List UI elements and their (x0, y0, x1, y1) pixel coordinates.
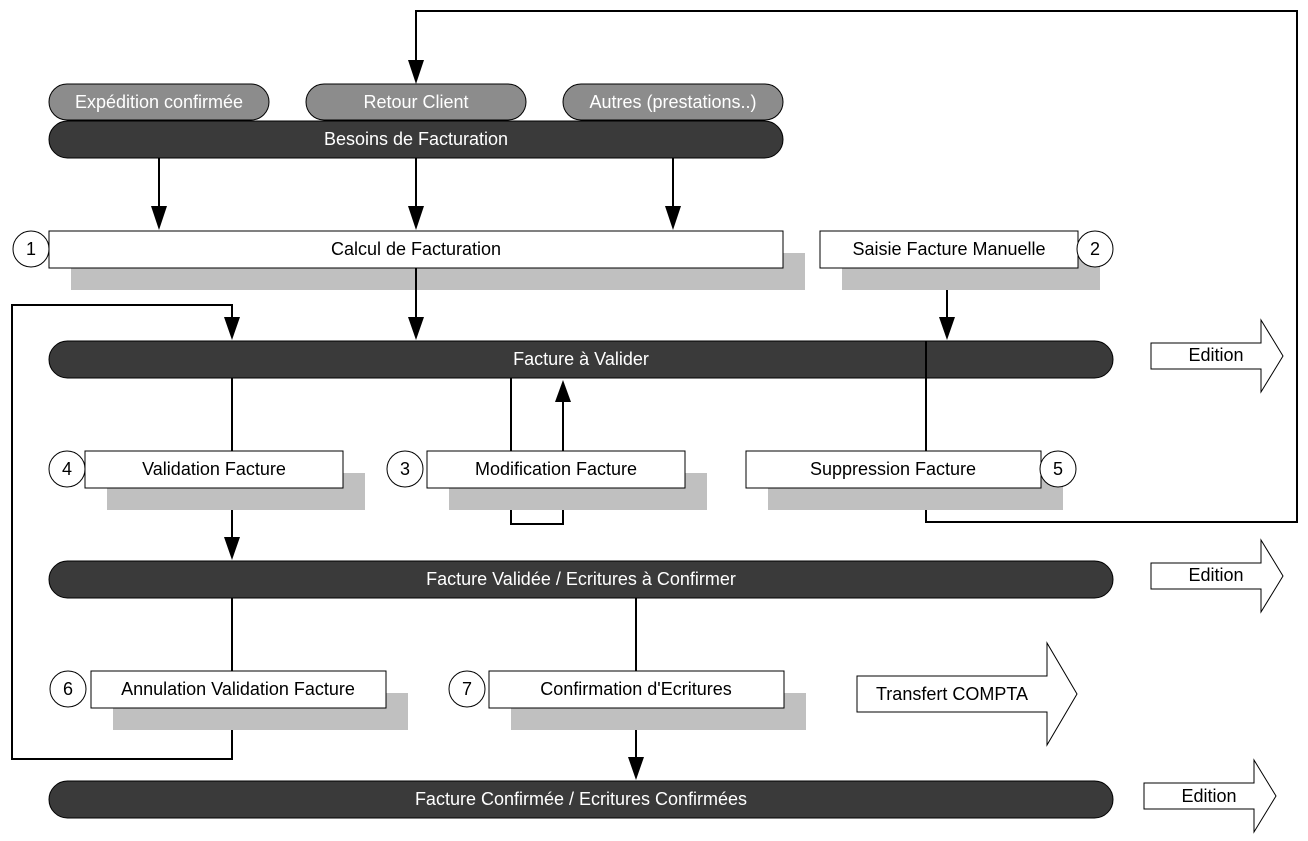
arrowhead (555, 380, 571, 402)
source-autres: Autres (prestations..) (562, 83, 784, 121)
source-expedition-label: Expédition confirmée (75, 92, 243, 112)
svg-text:Edition: Edition (1181, 786, 1236, 806)
process-validation-facture: Validation Facture (84, 450, 365, 510)
step-number-4: 4 (48, 450, 86, 488)
source-retour-label: Retour Client (363, 92, 468, 112)
svg-text:Transfert COMPTA: Transfert COMPTA (876, 684, 1028, 704)
process-saisie-label: Saisie Facture Manuelle (852, 239, 1045, 259)
source-retour-client: Retour Client (305, 83, 527, 121)
step-number-3: 3 (386, 450, 424, 488)
state-besoins-label: Besoins de Facturation (324, 129, 508, 149)
process-confirmation-label: Confirmation d'Ecritures (540, 679, 732, 699)
svg-text:1: 1 (26, 239, 36, 259)
output-edition-2: Edition (1150, 538, 1284, 614)
arrowhead (408, 206, 424, 230)
step-number-7: 7 (448, 670, 486, 708)
process-confirmation-ecritures: Confirmation d'Ecritures (488, 670, 806, 730)
svg-text:7: 7 (462, 679, 472, 699)
state-facture-validee: Facture Validée / Ecritures à Confirmer (48, 560, 1114, 599)
process-calcul-label: Calcul de Facturation (331, 239, 501, 259)
svg-text:5: 5 (1053, 459, 1063, 479)
arrowhead (628, 757, 644, 780)
state-facture-a-valider: Facture à Valider (48, 340, 1114, 379)
process-suppression-label: Suppression Facture (810, 459, 976, 479)
loop-annulation-to-a-valider (11, 304, 233, 760)
svg-text:3: 3 (400, 459, 410, 479)
arrowhead (665, 206, 681, 230)
output-edition-3: Edition (1143, 758, 1277, 834)
output-transfert-compta: Transfert COMPTA (856, 641, 1078, 747)
process-modification-facture: Modification Facture (426, 450, 707, 510)
source-autres-label: Autres (prestations..) (589, 92, 756, 112)
svg-text:2: 2 (1090, 239, 1100, 259)
arrowhead (151, 206, 167, 230)
svg-text:Edition: Edition (1188, 565, 1243, 585)
svg-text:Edition: Edition (1188, 345, 1243, 365)
step-number-2: 2 (1076, 230, 1114, 268)
state-facture-confirmee: Facture Confirmée / Ecritures Confirmées (48, 780, 1114, 819)
arrowhead (408, 317, 424, 340)
svg-text:4: 4 (62, 459, 72, 479)
arrowhead (224, 537, 240, 560)
step-number-5: 5 (1039, 450, 1077, 488)
source-expedition: Expédition confirmée (48, 83, 270, 121)
state-validee-label: Facture Validée / Ecritures à Confirmer (426, 569, 736, 589)
process-calcul-facturation: Calcul de Facturation (48, 230, 805, 290)
state-confirmee-label: Facture Confirmée / Ecritures Confirmées (415, 789, 747, 809)
process-annulation-label: Annulation Validation Facture (121, 679, 355, 699)
output-edition-1: Edition (1150, 318, 1284, 394)
arrowhead (939, 317, 955, 340)
process-annulation-validation: Annulation Validation Facture (90, 670, 408, 730)
process-suppression-facture: Suppression Facture (745, 450, 1063, 510)
process-saisie-manuelle: Saisie Facture Manuelle (819, 230, 1100, 290)
process-validation-label: Validation Facture (142, 459, 286, 479)
arrowhead (408, 60, 424, 84)
arrowhead (224, 317, 240, 340)
loop-suppression-to-retour (415, 10, 1298, 523)
state-besoins-facturation: Besoins de Facturation (48, 120, 784, 159)
svg-text:6: 6 (63, 679, 73, 699)
step-number-6: 6 (49, 670, 87, 708)
step-number-1: 1 (12, 230, 50, 268)
state-a-valider-label: Facture à Valider (513, 349, 649, 369)
process-modification-label: Modification Facture (475, 459, 637, 479)
